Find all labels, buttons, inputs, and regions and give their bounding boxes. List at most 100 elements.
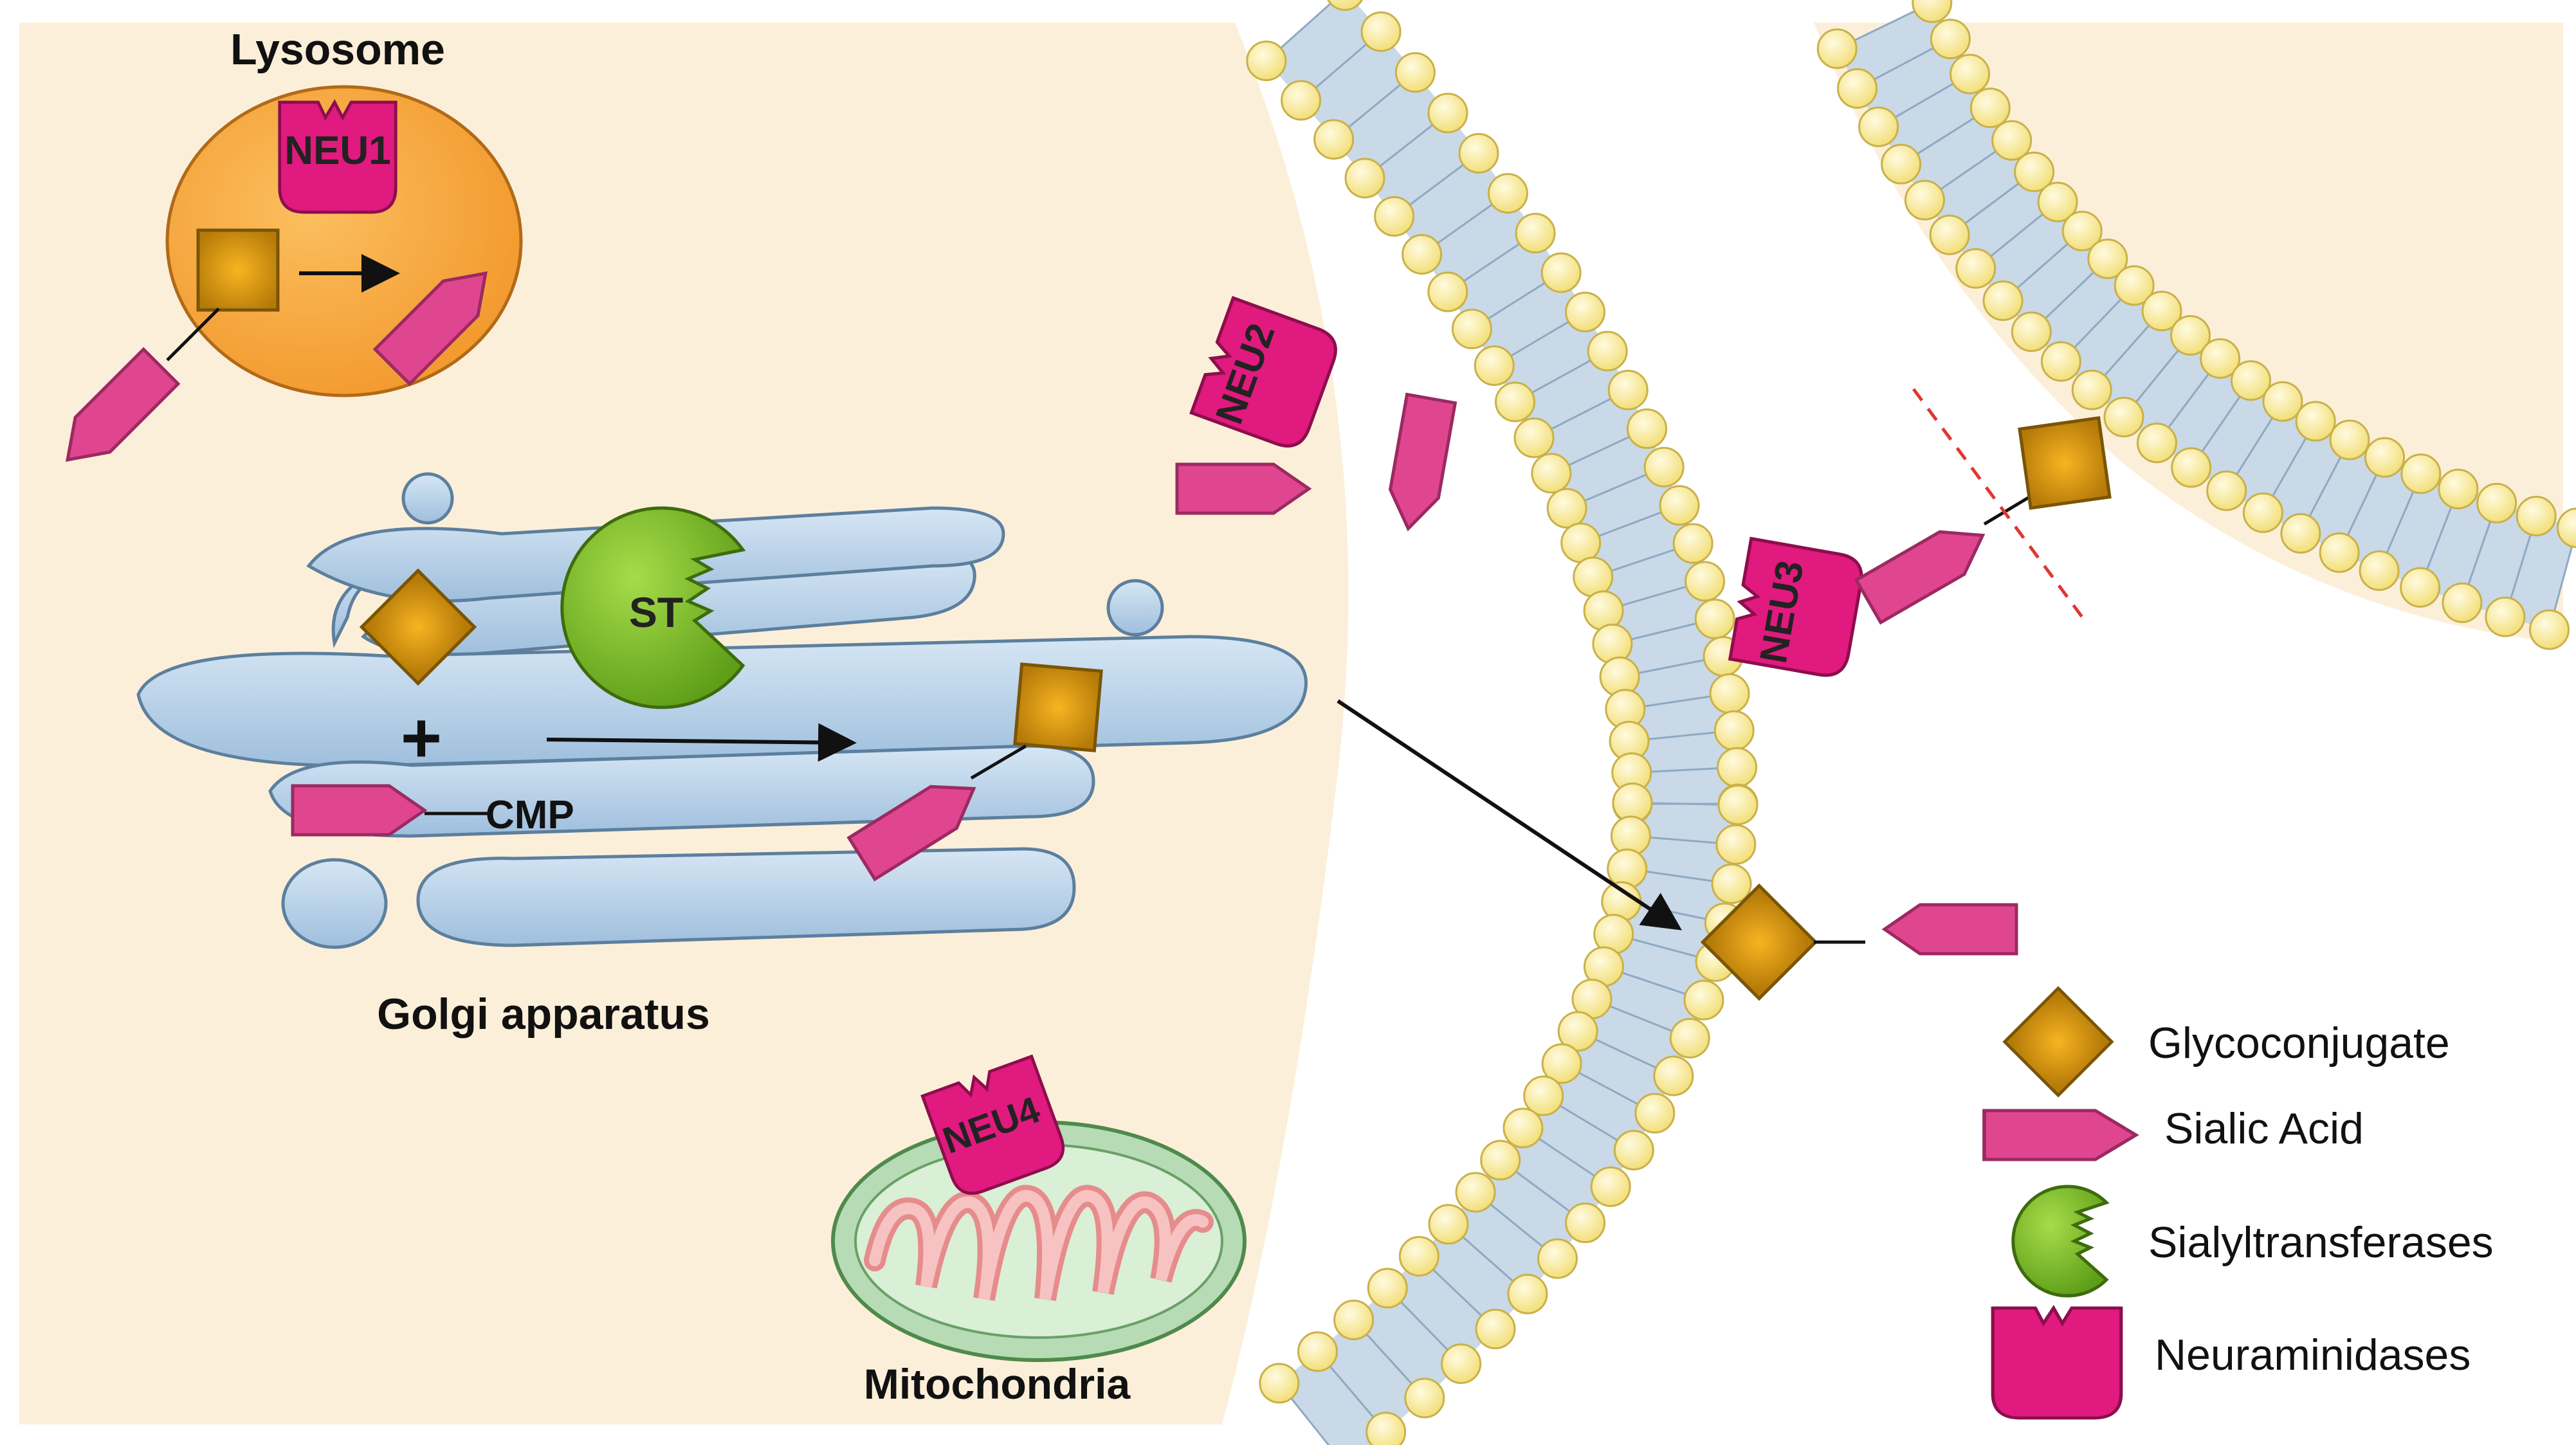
membrane-core [1266,0,1739,1445]
lipid-head [2087,239,2128,280]
lipid-tail [1305,0,1336,27]
plasma-membrane [1246,0,1758,1445]
lipid-head [1313,119,1355,160]
lipid-head [2114,265,2155,306]
lipid-tail [1311,1424,1330,1445]
lipid-head [1685,561,1726,602]
lipid-head [1709,673,1750,714]
plus-sign: + [401,698,442,777]
lipid-head [1541,1043,1582,1084]
lipid-head [1955,248,1996,289]
lipid-head [1428,1204,1469,1245]
lipid-head [2329,419,2370,460]
lipid-head [2011,311,2052,352]
lipid-head [2141,291,2182,332]
lipid-head [2071,369,2112,410]
lipid-head [1573,556,1614,597]
lipid-head [1246,41,1287,82]
lipid-head [2040,341,2081,382]
lipid-head [1546,487,1587,529]
lipid-head [1480,1140,1521,1181]
lipid-head [2280,513,2321,554]
lipid-head [1613,1129,1654,1170]
lipid-head [1404,1377,1445,1419]
lipid-head [1694,598,1735,639]
lipid-head [2528,609,2570,650]
lipid-head [1711,863,1752,904]
lipid-head [1327,0,1364,11]
lipid-head [1475,1309,1516,1350]
lysosome [50,85,523,477]
neu1-label: NEU1 [284,129,390,173]
lipid-head [2364,437,2406,478]
lipid-head [1557,1011,1598,1052]
lipid-head [2242,492,2283,533]
legend-sialyltransferase-label: Sialyltransferases [2148,1218,2494,1267]
lipid-head [1837,68,1878,109]
lipid-head [2206,470,2247,511]
golgi-product-glycoconjugate-icon [1015,664,1101,750]
lipid-head [1634,1093,1676,1134]
lipid-head [1503,1107,1544,1149]
lipid-head [1259,1363,1300,1404]
lipid-head [1360,11,1402,52]
legend-sialic-acid-label: Sialic Acid [2164,1104,2364,1153]
lipid-head [2442,582,2483,623]
lipid-head [1627,408,1668,450]
lipid-head [1374,196,1415,237]
lipid-head [2438,468,2479,509]
lipid-head [1672,523,1713,564]
lipid-head [1531,453,1572,494]
lipid-head [2400,567,2441,608]
lipid-head [1474,345,1515,386]
lipid-head [1858,106,1899,147]
lipid-head [1929,214,1970,255]
neu3-substrate-glycoconjugate-icon [2020,418,2110,508]
lipid-head [1344,158,1385,199]
lipid-head [1717,747,1758,788]
lipid-head [1366,1412,1407,1445]
lipid-head [1969,87,2011,129]
legend: Glycoconjugate Sialic Acid Sialyltransfe… [1984,988,2494,1418]
lipid-head [1297,1331,1338,1372]
lipid-head [1643,446,1685,487]
lipid-head [1513,417,1555,459]
lipid-head [2516,496,2557,537]
lipid-head [1565,1203,1606,1244]
lipid-head [1560,522,1602,563]
lipid-head [2231,360,2272,401]
lipid-head [1540,252,1582,293]
lipid-head [2319,532,2360,573]
golgi-arrow [546,723,857,762]
lipid-head [1441,1343,1482,1385]
st-label: ST [629,588,683,636]
lipid-head [1451,309,1492,350]
lipid-head [2170,314,2211,356]
lipid-head [1912,0,1953,23]
lipid-head [1427,271,1468,313]
lipid-head [2485,596,2526,637]
lipid-head [1495,381,1536,423]
lipid-head [1950,53,1991,95]
legend-neuraminidase-icon [1993,1308,2121,1418]
lipid-head [1367,1268,1408,1309]
lipid-head [1715,824,1757,865]
lipid-head [1669,1017,1710,1059]
lipid-head [1717,785,1758,826]
lipid-head [1507,1273,1548,1314]
lipid-head [1515,212,1556,253]
lysosome-glycoconjugate-icon [198,230,278,310]
lipid-head [2262,381,2303,422]
lipid-head [1659,485,1700,526]
secretion-arrow [1337,699,1682,931]
lipid-head [2295,401,2336,442]
lipid-head [1537,1238,1578,1279]
lipid-head [1583,590,1624,632]
lipid-head [1816,28,1858,69]
lipid-head [1402,233,1443,275]
lipid-head [1458,132,1499,174]
lysosome-label: Lysosome [230,25,445,74]
lipid-head [2476,482,2517,523]
lipid-head [1930,19,1971,60]
